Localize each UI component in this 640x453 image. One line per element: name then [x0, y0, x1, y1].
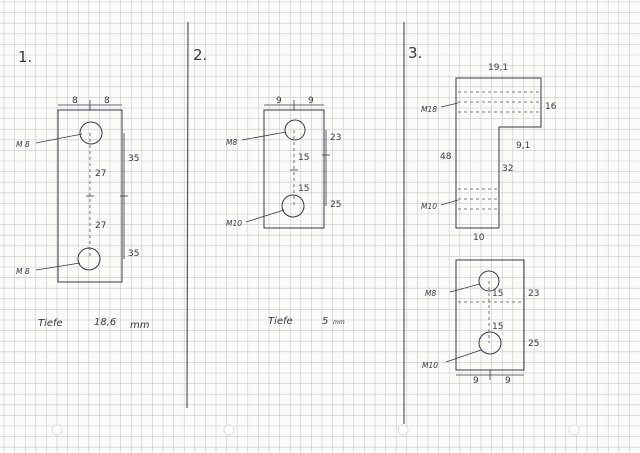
part-1-hole-bottom-label: M 8 [16, 267, 30, 276]
part-1-hole-top-label: M 8 [16, 140, 30, 149]
part-2-dim-25: 25 [330, 200, 341, 210]
part-1-depth-unit: mm [130, 320, 150, 331]
part-3-lower-dim-bottom-left: 9 [473, 376, 479, 386]
punch-hole-3 [397, 424, 409, 436]
part-1-hole-top [79, 121, 103, 145]
part-2-dim-top-right: 9 [308, 96, 314, 106]
part-2-hole-bottom-label: M10 [226, 219, 242, 228]
part-3-dim-48: 48 [440, 152, 452, 162]
part-2-number: 2. [193, 46, 207, 64]
part-3-drawing: 3. 19,1 16 9,1 48 32 10 M18 M10 [408, 44, 557, 386]
part-3-lower-dim-23: 23 [528, 289, 539, 299]
part-1-dim-35-top: 35 [128, 154, 139, 164]
part-3-lower-hole-top [478, 270, 500, 292]
part-3-dim-10: 10 [473, 233, 485, 243]
part-1-drawing: 1. 8 8 M 8 M 8 35 35 27 27 [16, 48, 150, 331]
part-2-hole-top [284, 119, 306, 141]
part-3-lower-hole-top-label: M8 [425, 289, 436, 298]
part-2-dim-15-bottom: 15 [298, 184, 309, 194]
part-2-dim-23: 23 [330, 133, 341, 143]
part-2-dim-top-left: 9 [276, 96, 282, 106]
part-3-lower-dim-15-bottom: 15 [492, 322, 503, 332]
part-3-hole-m10-label: M10 [421, 202, 437, 211]
part-3-lower-hole-bottom-label: M10 [422, 361, 438, 370]
part-3-dim-9-1: 9,1 [516, 141, 530, 151]
part-2-depth-unit: mm [333, 319, 345, 326]
part-3-lower-dim-bottom-right: 9 [505, 376, 511, 386]
part-1-number: 1. [18, 48, 32, 66]
part-3-lower-dim-25: 25 [528, 339, 539, 349]
part-3-lower-dim-15-top: 15 [492, 289, 503, 299]
part-3-profile-outline [455, 77, 542, 229]
part-1-dim-35-bottom: 35 [128, 249, 139, 259]
part-1-hole-bottom [77, 247, 101, 271]
part-2-depth-label: Tiefe [268, 316, 293, 327]
column-divider-left [186, 21, 189, 409]
part-3-dim-16: 16 [545, 102, 557, 112]
part-1-dim-top-left: 8 [72, 96, 78, 106]
part-1-dim-27-bottom: 27 [95, 221, 106, 231]
part-2-hole-top-label: M8 [226, 138, 237, 147]
part-1-dim-27-top: 27 [95, 169, 106, 179]
part-3-number: 3. [408, 44, 422, 62]
part-2-hole-bottom [281, 194, 305, 218]
punch-hole-2 [223, 424, 235, 436]
part-1-dim-top-right: 8 [104, 96, 110, 106]
part-2-drawing: 2. 9 9 M8 M10 23 25 15 15 Tiefe 5 mm [193, 46, 345, 327]
part-2-dim-15-top: 15 [298, 153, 309, 163]
punch-hole-1 [51, 424, 63, 436]
part-3-lower-hole-bottom [478, 331, 502, 355]
part-3-dim-32: 32 [502, 164, 513, 174]
part-3-dim-top: 19,1 [488, 63, 508, 73]
part-1-depth-value: 18,6 [94, 317, 116, 328]
part-2-depth-value: 5 [322, 316, 328, 327]
part-3-hole-m8-label: M18 [421, 105, 437, 114]
punch-hole-4 [568, 424, 580, 436]
part-1-depth-label: Tiefe [38, 318, 63, 329]
